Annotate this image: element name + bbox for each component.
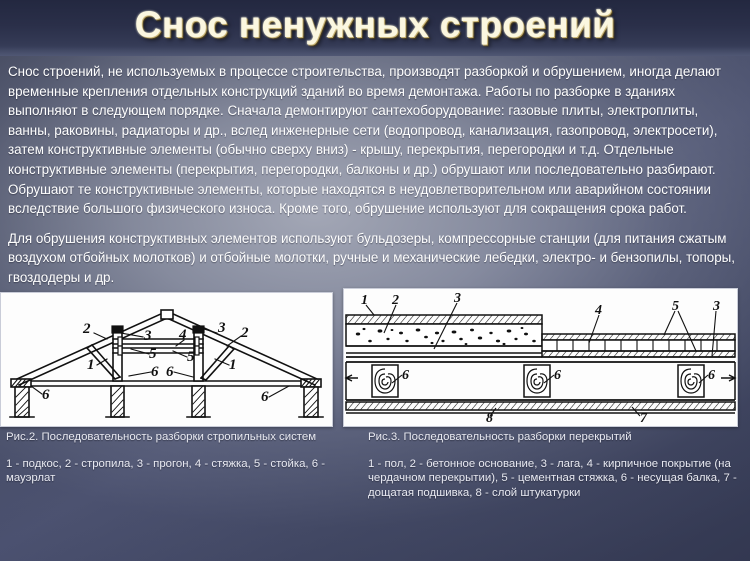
callout-3-right: 3 bbox=[712, 299, 720, 314]
body-text-block: Снос строений, не используемых в процесс… bbox=[8, 62, 742, 288]
callout-6-mid-left: 6 bbox=[151, 364, 159, 380]
callout-2: 2 bbox=[391, 293, 399, 308]
roof-truss-diagram: 2 3 4 3 2 1 1 5 5 6 6 6 6 bbox=[9, 309, 324, 418]
title-band: Снос ненужных строений bbox=[0, 0, 750, 56]
callout-6-left-wall: 6 bbox=[42, 387, 50, 403]
page-title: Снос ненужных строений bbox=[134, 4, 616, 45]
caption-left-legend: 1 - подкос, 2 - стропила, 3 - прогон, 4 … bbox=[6, 457, 326, 485]
callout-2-right: 2 bbox=[240, 325, 249, 341]
caption-left: Рис.2. Последовательность разборки строп… bbox=[6, 430, 332, 486]
callout-5-left: 5 bbox=[149, 346, 157, 362]
callout-3-left: 3 bbox=[143, 328, 152, 344]
caption-left-title: Рис.2. Последовательность разборки строп… bbox=[6, 431, 317, 443]
figure-right-panel: 1 2 3 4 5 3 6 6 6 8 7 bbox=[343, 288, 738, 427]
callout-1-left: 1 bbox=[87, 357, 95, 373]
figure-left-panel: 2 3 4 3 2 1 1 5 5 6 6 6 6 bbox=[0, 292, 333, 427]
callout-6-first: 6 bbox=[402, 368, 409, 383]
callout-4: 4 bbox=[594, 303, 602, 318]
callout-6-third: 6 bbox=[708, 368, 715, 383]
callout-6-mid-right: 6 bbox=[166, 364, 174, 380]
callout-6-right-wall: 6 bbox=[261, 389, 269, 405]
callout-1: 1 bbox=[361, 293, 368, 308]
callout-5: 5 bbox=[672, 299, 679, 314]
caption-right: Рис.3. Последовательность разборки перек… bbox=[368, 430, 738, 500]
callout-8: 8 bbox=[486, 411, 493, 426]
callout-7: 7 bbox=[640, 411, 648, 426]
callout-1-right: 1 bbox=[229, 357, 237, 373]
callout-4: 4 bbox=[178, 327, 187, 343]
body-paragraph-1: Снос строений, не используемых в процесс… bbox=[8, 64, 721, 217]
body-paragraph-2: Для обрушения конструктивных элементов и… bbox=[8, 230, 735, 285]
callout-6-second: 6 bbox=[554, 368, 561, 383]
callout-3-right: 3 bbox=[217, 320, 226, 336]
caption-right-title: Рис.3. Последовательность разборки перек… bbox=[368, 431, 632, 443]
callout-5-right: 5 bbox=[187, 349, 195, 365]
caption-right-legend: 1 - пол, 2 - бетонное основание, 3 - лаг… bbox=[368, 457, 737, 499]
callout-2-left: 2 bbox=[82, 321, 91, 337]
floor-slab-diagram: 1 2 3 4 5 3 6 6 6 8 7 bbox=[344, 291, 737, 426]
callout-3-left: 3 bbox=[453, 291, 461, 306]
